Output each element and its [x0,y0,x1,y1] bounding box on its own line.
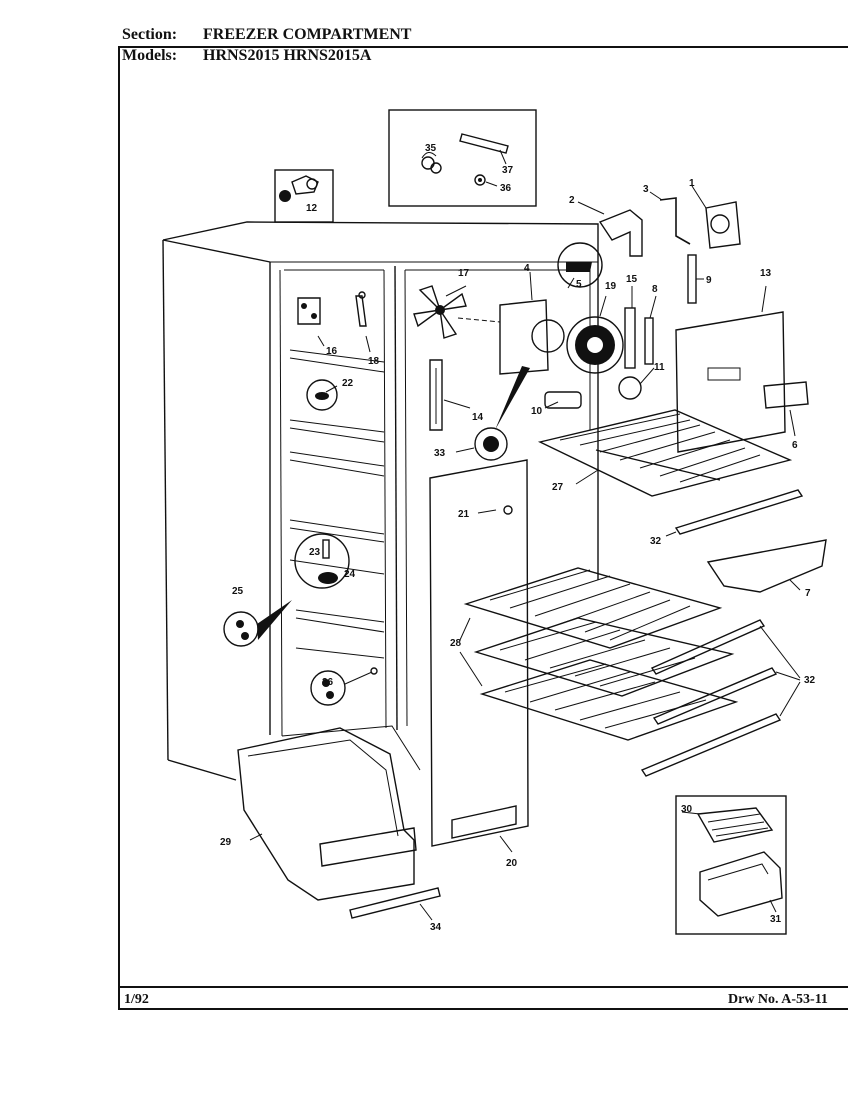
part-20-evaporator-cover [429,459,529,847]
inset-box-hardware [388,109,537,207]
part-2-bracket [598,209,643,257]
part-16-hinge [297,297,325,347]
callout-1: 1 [689,178,695,189]
callout-25: 25 [232,586,244,597]
part-14-bracket [429,359,443,431]
leader-lines [249,185,801,921]
callout-34: 34 [430,922,442,933]
part-33-damper [474,366,530,461]
callout-4: 4 [524,263,530,274]
part-26-screws [310,667,378,706]
part-7-bin [706,539,827,593]
callout-30: 30 [681,804,693,815]
part-9-strip [687,254,697,304]
callout-33: 33 [434,448,446,459]
callout-2: 2 [569,195,575,206]
callout-16: 16 [326,346,338,357]
footer-date: 1/92 [124,992,149,1007]
part-22-cap [306,379,338,411]
callout-14: 14 [472,412,484,423]
part-6-label [763,381,809,409]
part-25-screws [223,600,292,647]
callout-13: 13 [760,268,772,279]
callout-22: 22 [342,378,354,389]
callout-37: 37 [502,165,514,176]
inset-box-ice-tray [675,795,787,935]
part-1-housing [705,201,741,249]
part-30-ice-tray [696,807,774,843]
callout-9: 9 [706,275,712,286]
part-36-nut [474,174,498,187]
part-5-grommet [557,242,603,288]
callout-21: 21 [458,509,470,520]
part-19-fan-motor [566,316,624,374]
callout-36: 36 [500,183,512,194]
callout-32-lower: 32 [804,675,816,686]
part-13-back-panel [675,311,786,453]
drawing-number: Drw No. A-53-11 [728,992,828,1007]
footer-rule [118,986,848,988]
callout-35: 35 [425,143,437,154]
part-28-wire-shelves [463,567,739,741]
part-27-wire-shelf [537,409,793,497]
part-35-clip [421,152,442,174]
callout-31: 31 [770,914,782,925]
part-31-ice-bin [699,851,783,917]
part-12-clip [279,175,319,202]
callout-29: 29 [220,837,232,848]
callout-15: 15 [626,274,638,285]
callout-8: 8 [652,284,658,295]
callout-26: 26 [322,677,334,688]
callout-6: 6 [792,440,798,451]
section-label: Section: [122,26,178,43]
callout-19: 19 [605,281,617,292]
part-8-strip [644,317,654,365]
part-10-light-socket [544,391,582,409]
callout-24: 24 [344,569,356,580]
part-3-bracket [659,197,691,245]
callout-18: 18 [368,356,380,367]
models-list: HRNS2015 HRNS2015A [203,47,372,64]
part-11-bulb [618,376,642,400]
part-34-trim [349,887,441,919]
callout-17: 17 [458,268,470,279]
part-23-24-bolt-knob [294,533,350,589]
callout-5: 5 [576,279,582,290]
callout-12: 12 [306,203,318,214]
part-15-strip [624,307,636,369]
part-37-rod [459,133,509,165]
callout-23: 23 [309,547,321,558]
callout-28: 28 [450,638,462,649]
section-title: FREEZER COMPARTMENT [203,26,412,43]
diagram-frame [118,46,848,1010]
callout-32-top: 32 [650,536,662,547]
callout-11: 11 [654,362,665,373]
callout-27: 27 [552,482,564,493]
part-32-shelf-trim-top [674,489,804,535]
callout-20: 20 [506,858,518,869]
models-label: Models: [122,47,178,64]
callout-labels: 1 2 3 4 5 6 7 8 9 10 11 12 13 14 15 16 1… [220,143,816,933]
part-4-bracket [499,299,565,375]
part-18-bracket [355,291,371,353]
callout-10: 10 [531,406,543,417]
part-32-shelf-trims-lower [640,619,782,777]
part-17-fan-blade [413,285,501,339]
callout-3: 3 [643,184,649,195]
part-29-ice-bucket [237,727,417,901]
freezer-cabinet [162,221,599,781]
callout-7: 7 [805,588,811,599]
